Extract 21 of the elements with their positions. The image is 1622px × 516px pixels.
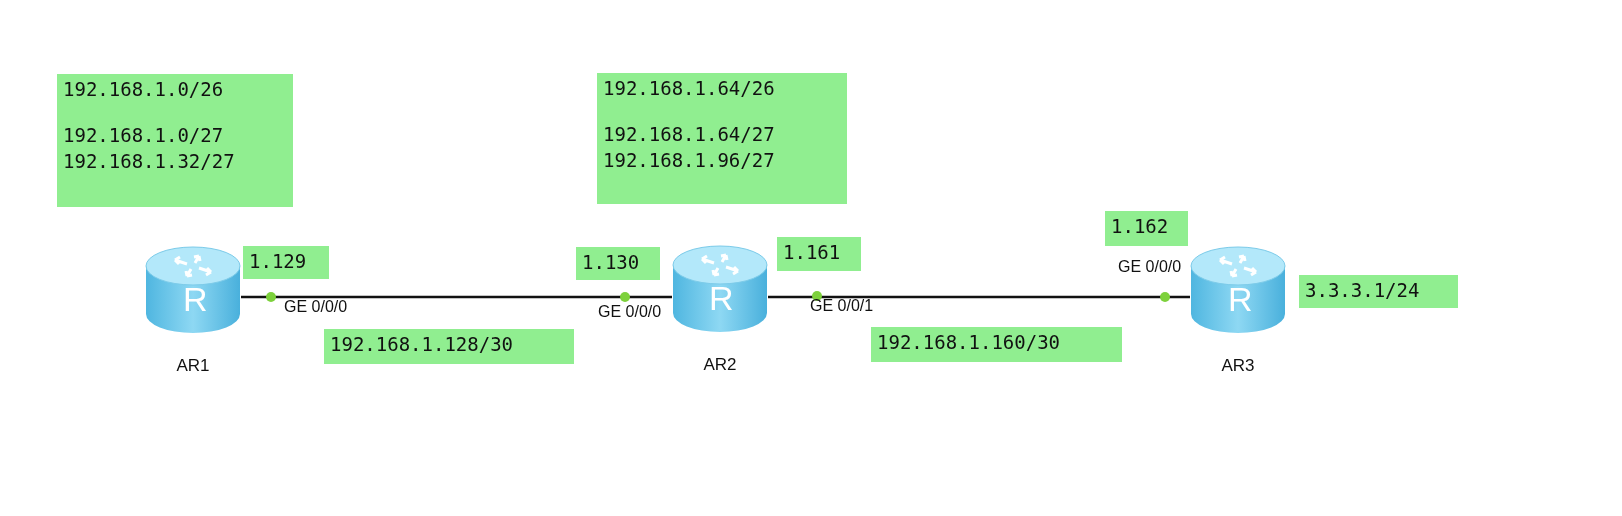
address-box: 3.3.3.1/24 bbox=[1299, 275, 1458, 308]
interface-label: GE 0/0/0 bbox=[598, 303, 662, 321]
address-box: 192.168.1.64/26 192.168.1.64/27 192.168.1.96/27 bbox=[597, 73, 847, 204]
interface-label: GE 0/0/0 bbox=[284, 298, 348, 316]
address-box: 1.162 bbox=[1105, 211, 1188, 246]
router-letter: R bbox=[1228, 280, 1253, 319]
router-letter: R bbox=[709, 279, 734, 318]
address-box: 192.168.1.128/30 bbox=[324, 329, 574, 364]
interface-label: GE 0/0/0 bbox=[1118, 258, 1182, 276]
address-box: 1.161 bbox=[777, 237, 861, 271]
address-box: 1.130 bbox=[576, 247, 660, 280]
address-box: 1.129 bbox=[243, 246, 329, 279]
router-name: AR2 bbox=[702, 355, 738, 375]
address-box: 192.168.1.0/26 192.168.1.0/27 192.168.1.32/27 bbox=[57, 74, 293, 207]
network-link bbox=[241, 295, 672, 299]
router-name: AR1 bbox=[175, 356, 211, 376]
router-letter: R bbox=[183, 280, 208, 319]
network-link bbox=[768, 295, 1190, 299]
router-name: AR3 bbox=[1220, 356, 1256, 376]
address-box: 192.168.1.160/30 bbox=[871, 327, 1122, 362]
interface-label: GE 0/0/1 bbox=[810, 297, 874, 315]
